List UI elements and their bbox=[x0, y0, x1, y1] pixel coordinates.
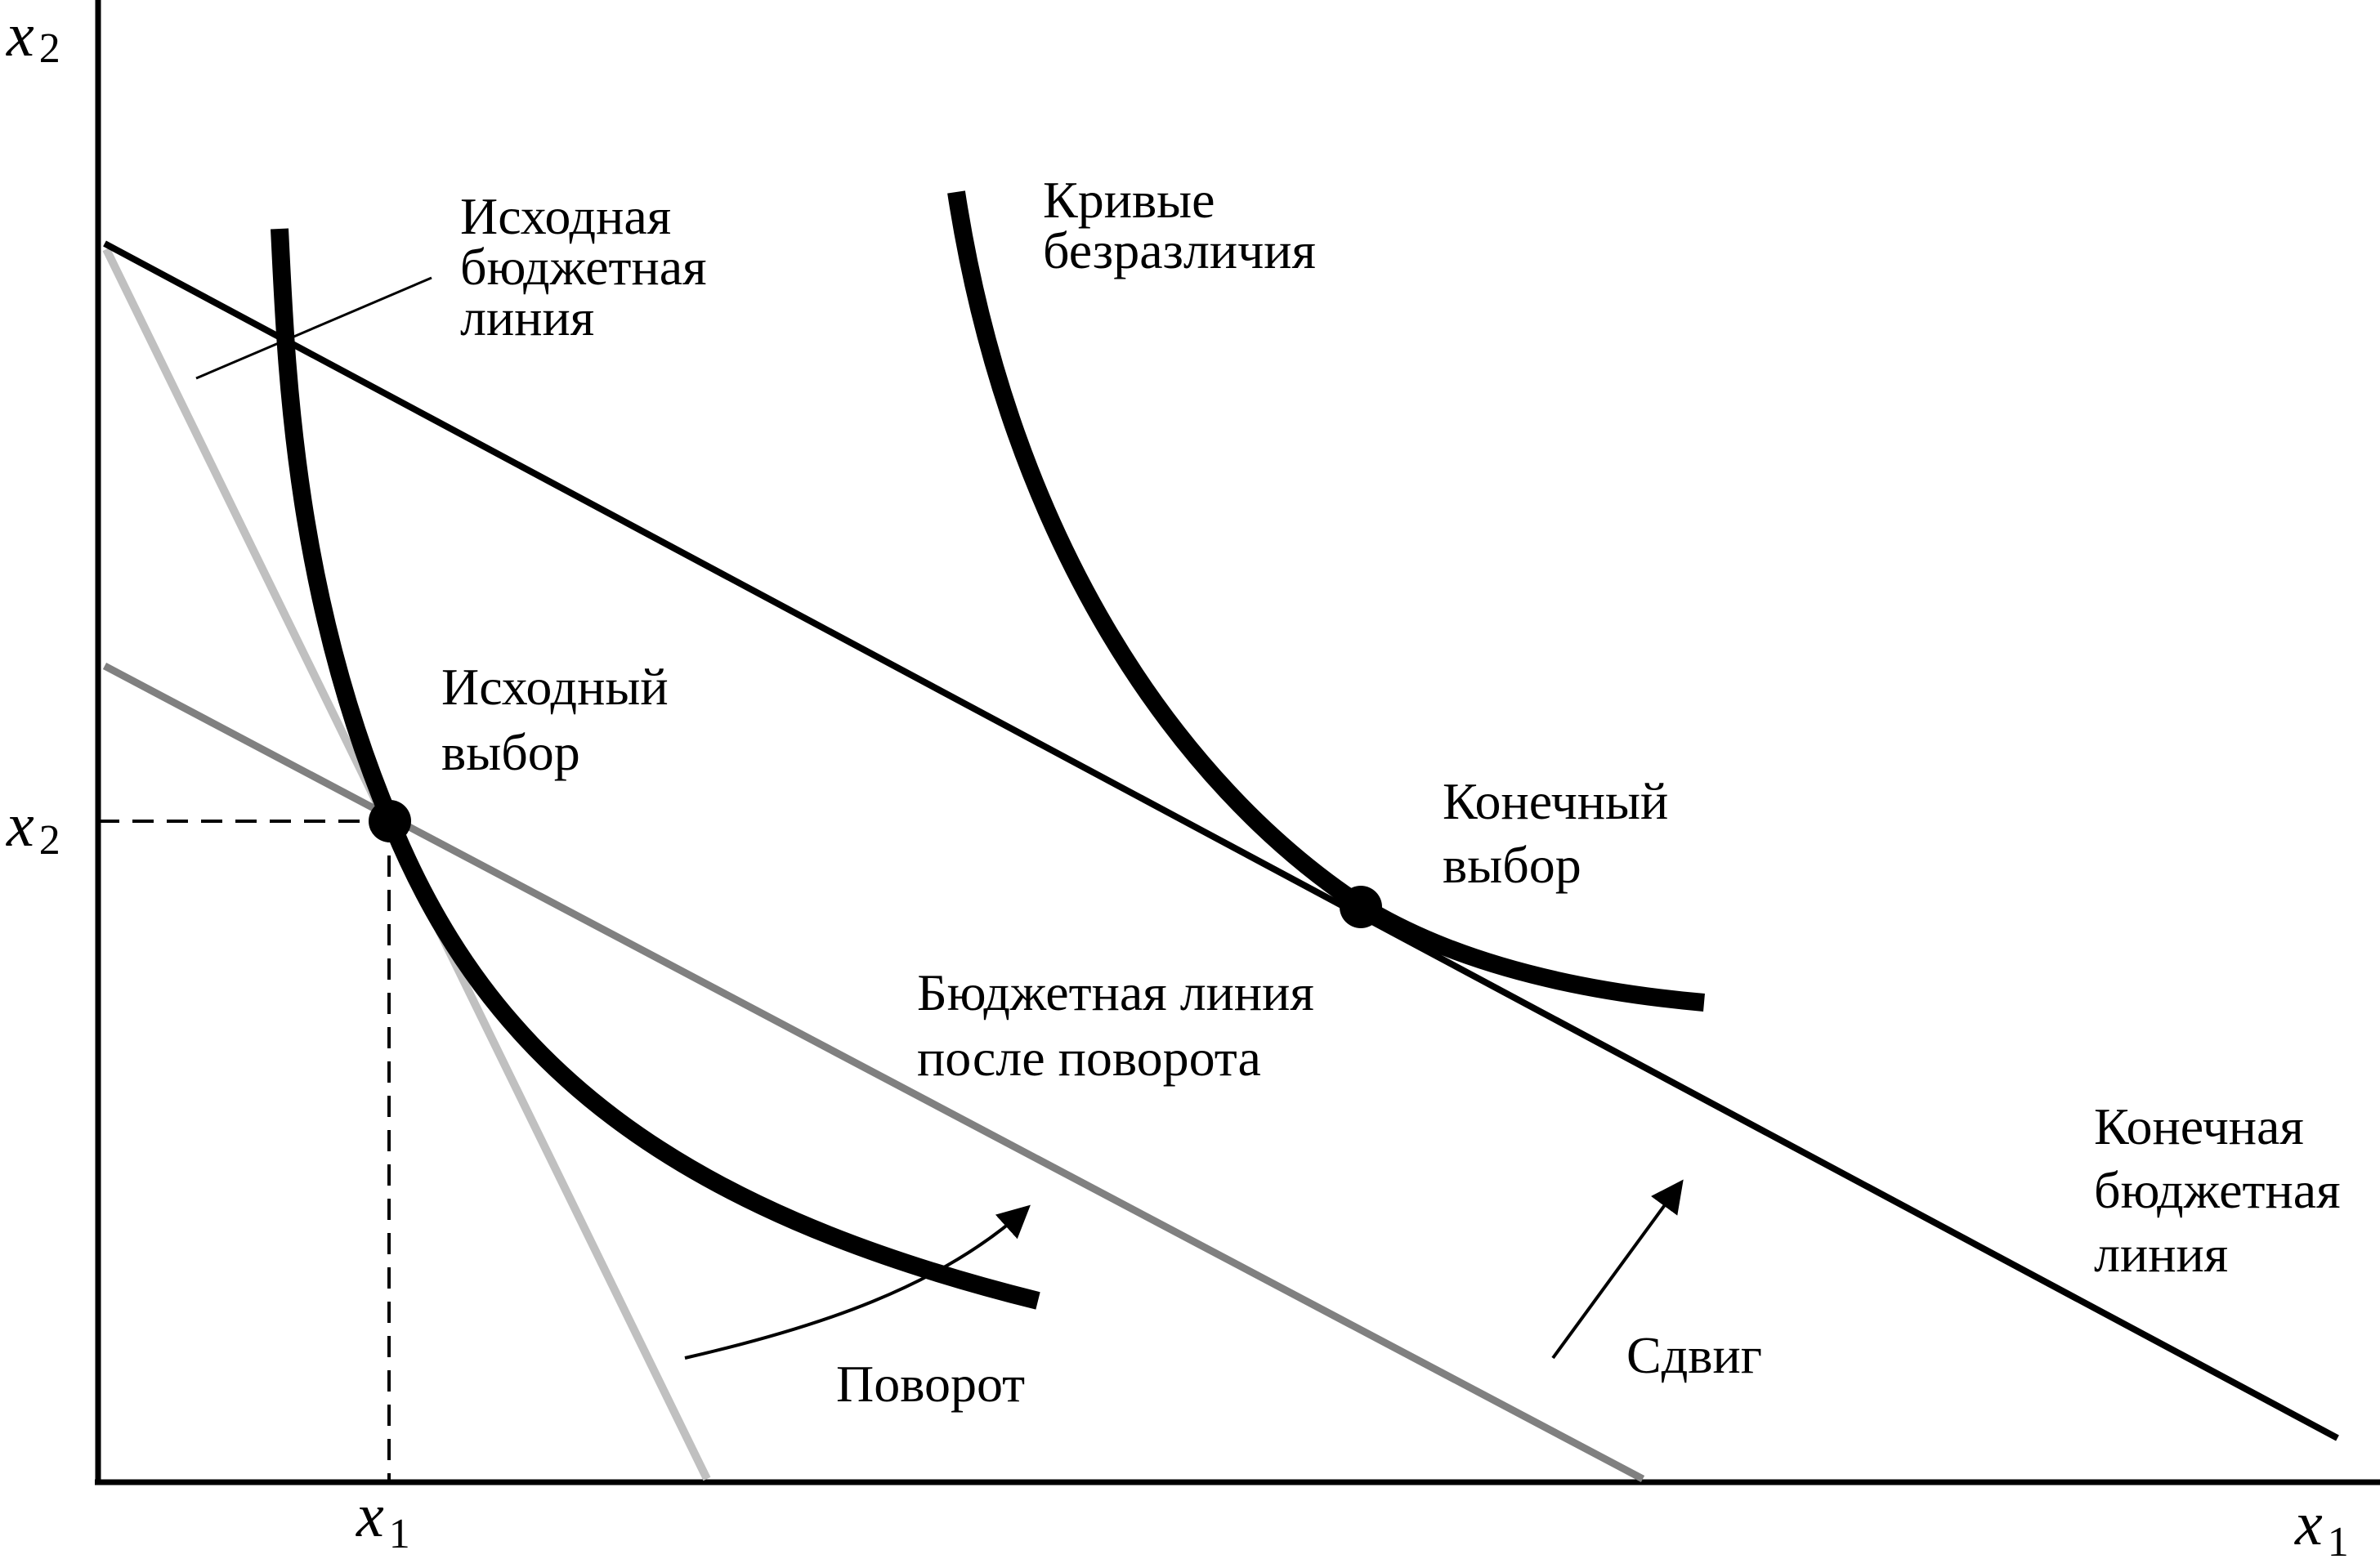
final-budget-line-label: Конечная бюджетная линия bbox=[2094, 1097, 2354, 1283]
rotation-arrow bbox=[684, 1204, 1031, 1360]
final-choice-point bbox=[1340, 886, 1382, 928]
indifference-curves-label: Кривые безразличия bbox=[1043, 171, 1316, 279]
rotation-label: Поворот bbox=[836, 1355, 1025, 1413]
final-budget-line bbox=[103, 240, 2339, 1441]
shift-label: Сдвиг bbox=[1626, 1326, 1762, 1384]
initial-budget-leader-line bbox=[195, 276, 432, 380]
initial-choice-point bbox=[369, 800, 411, 842]
final-choice-label: Конечный выбор bbox=[1443, 772, 1681, 894]
indifference-curve-final bbox=[947, 190, 1705, 1012]
rotated-budget-line-label: Бюджетная линия после поворота bbox=[917, 963, 1327, 1087]
rotated-budget-line bbox=[102, 663, 1645, 1482]
initial-choice-label: Исходный выбор bbox=[441, 658, 682, 781]
indifference-curve-initial bbox=[271, 228, 1040, 1310]
initial-budget-line-label: Исходная бюджетная линия bbox=[460, 187, 720, 346]
shift-arrow bbox=[1551, 1179, 1684, 1360]
